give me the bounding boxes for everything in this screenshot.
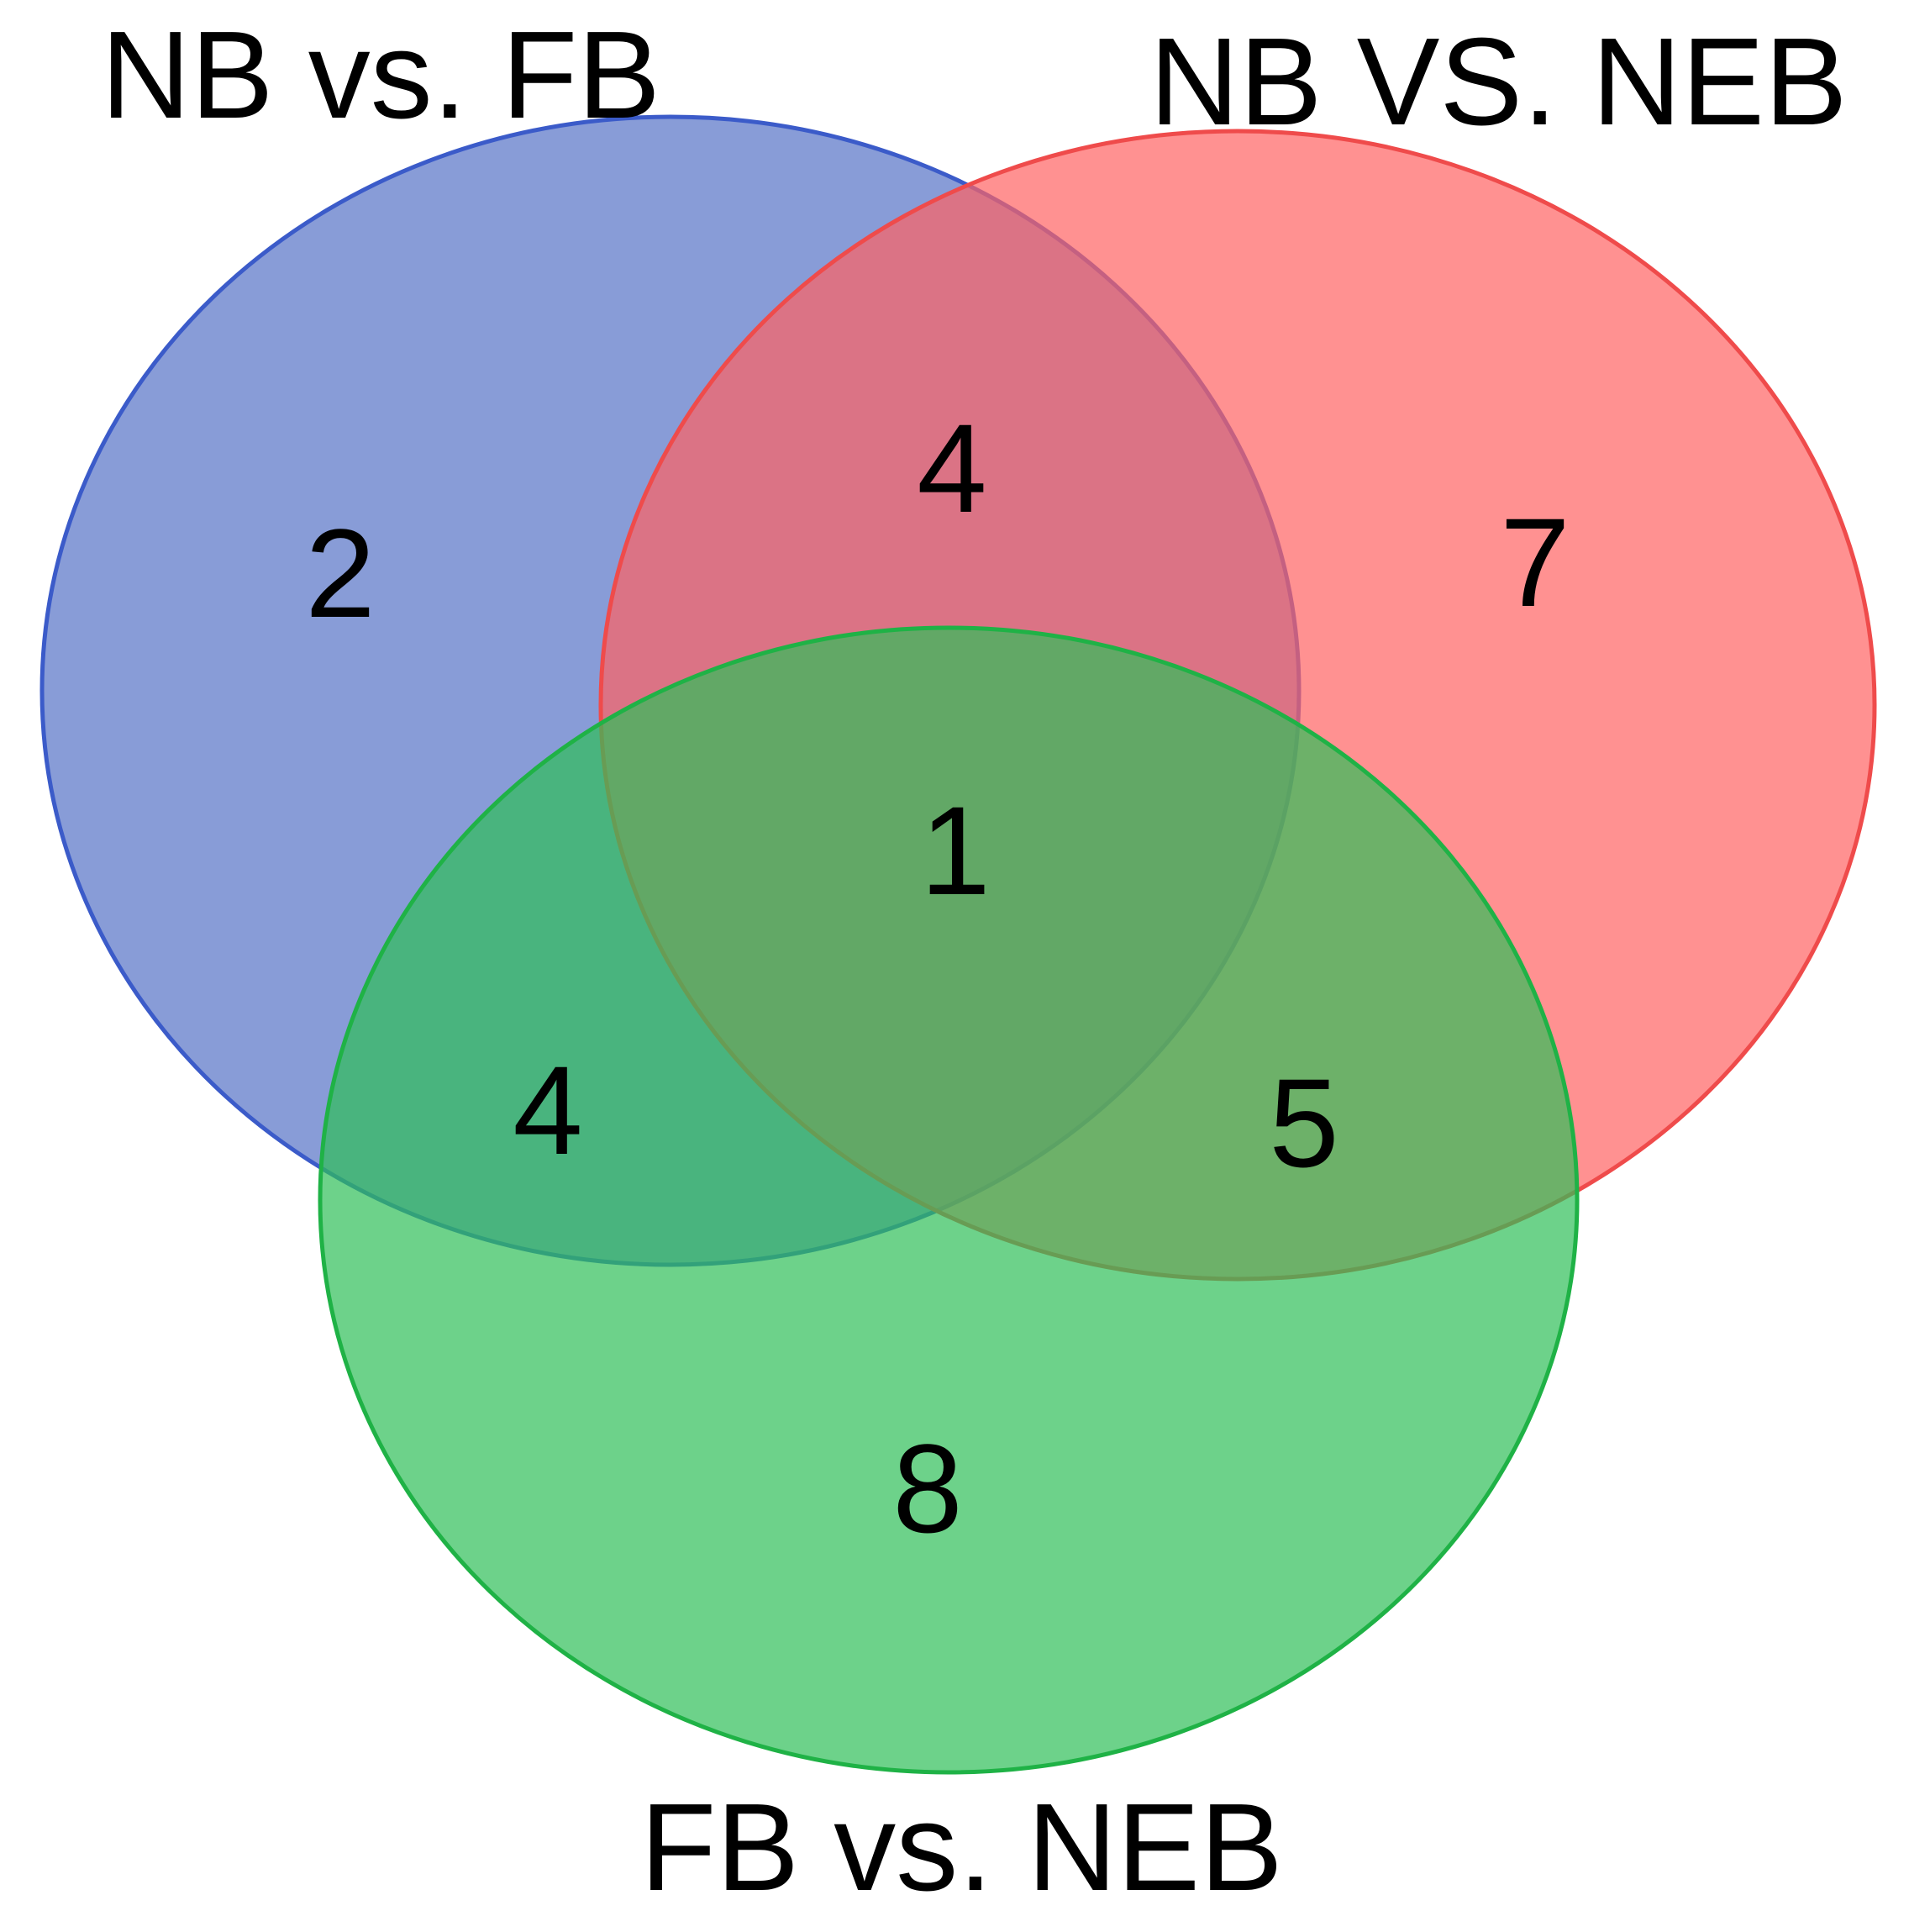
region-count-nb-vs-fb-only: 2 xyxy=(305,503,375,644)
region-count-nb-vs-neb-only: 7 xyxy=(1500,492,1570,633)
region-count-bc: 5 xyxy=(1269,1052,1338,1193)
region-count-fb-vs-neb-only: 8 xyxy=(892,1418,962,1559)
region-count-ac: 4 xyxy=(513,1040,582,1181)
set-label-fb-vs-neb: FB vs. NEB xyxy=(640,1778,1283,1917)
set-label-nb-vs-neb: NB VS. NEB xyxy=(1149,13,1848,151)
set-label-nb-vs-fb: NB vs. FB xyxy=(101,6,660,145)
region-count-ab: 4 xyxy=(917,397,986,539)
set-circle-fb-vs-neb xyxy=(318,625,1580,1775)
region-count-abc: 1 xyxy=(920,780,990,921)
